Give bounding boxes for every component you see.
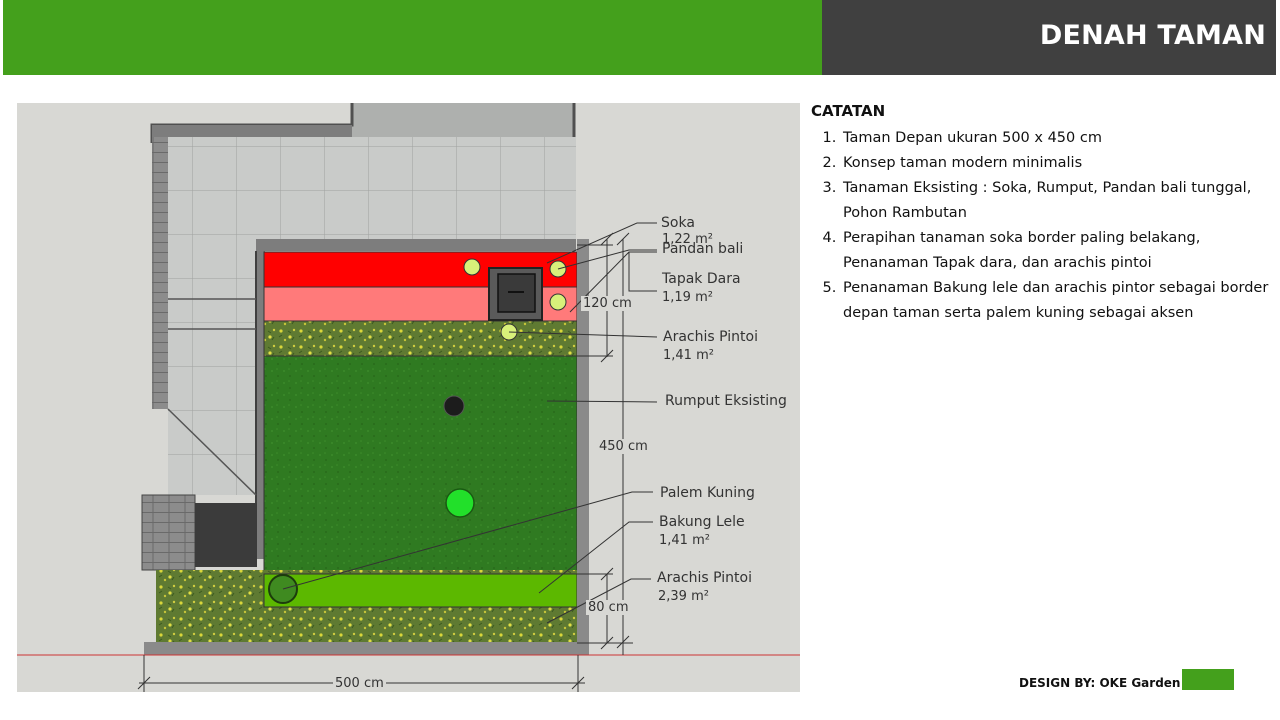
- dimension-120cm: 120 cm: [581, 296, 634, 311]
- page-title: DENAH TAMAN: [1039, 20, 1266, 51]
- note-item: Perapihan tanaman soka border paling bel…: [841, 226, 1276, 276]
- area-arachis-pintoi-bottom: 2,39 m²: [658, 589, 709, 604]
- area-tapak-dara: 1,19 m²: [662, 290, 713, 305]
- note-item: Penanaman Bakung lele dan arachis pintor…: [841, 276, 1276, 326]
- area-soka: 1,22 m²: [662, 232, 713, 247]
- dimension-80cm: 80 cm: [586, 600, 631, 615]
- notes-panel: CATATAN Taman Depan ukuran 500 x 450 cm …: [811, 102, 1276, 326]
- notes-title: CATATAN: [811, 102, 886, 120]
- dimension-500cm: 500 cm: [333, 676, 386, 691]
- label-bakung-lele: Bakung Lele: [659, 514, 745, 530]
- credit-color-swatch: [1182, 669, 1234, 690]
- label-tapak-dara: Tapak Dara: [662, 271, 741, 287]
- header-green-bar: [3, 0, 822, 75]
- label-soka: Soka: [661, 215, 695, 231]
- garden-plan-drawing: [17, 103, 800, 692]
- note-item: Tanaman Eksisting : Soka, Rumput, Pandan…: [841, 176, 1276, 226]
- label-arachis-pintoi-top: Arachis Pintoi: [663, 329, 758, 345]
- label-pandan-bali: Pandan bali: [662, 241, 744, 257]
- design-credit: DESIGN BY: OKE Garden: [1019, 676, 1181, 690]
- notes-list: Taman Depan ukuran 500 x 450 cm Konsep t…: [811, 126, 1276, 326]
- label-rumput-eksisting: Rumput Eksisting: [665, 393, 787, 409]
- garden-plan: Soka 1,22 m² Pandan bali Tapak Dara 1,19…: [17, 103, 800, 692]
- header-dark-bar: DENAH TAMAN: [822, 0, 1276, 75]
- label-arachis-pintoi-bottom: Arachis Pintoi: [657, 570, 752, 586]
- area-bakung-lele: 1,41 m²: [659, 533, 710, 548]
- label-palem-kuning: Palem Kuning: [660, 485, 755, 501]
- note-item: Taman Depan ukuran 500 x 450 cm: [841, 126, 1276, 151]
- dimension-450cm: 450 cm: [597, 439, 650, 454]
- area-arachis-pintoi-top: 1,41 m²: [663, 348, 714, 363]
- note-item: Konsep taman modern minimalis: [841, 151, 1276, 176]
